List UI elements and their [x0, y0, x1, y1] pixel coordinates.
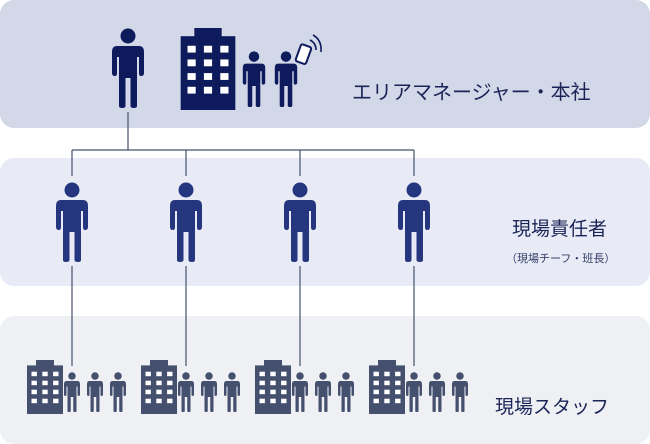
- tier-chief-label: 現場責任者: [512, 218, 608, 240]
- site-chief-person-icon: [170, 182, 202, 262]
- site-chief-person-icon: [398, 182, 430, 262]
- office-staff-person-icon: [242, 51, 266, 107]
- site-building-icon: [27, 360, 63, 414]
- site-staff-person-icon: [110, 372, 126, 412]
- site-chief-person-icon: [56, 182, 88, 262]
- manager-head-office-group: [112, 28, 322, 110]
- smartphone-signal-icon: [294, 34, 322, 65]
- tier-chief-band: [0, 158, 650, 286]
- connector-lines: [71, 112, 415, 366]
- tier-manager-band: [0, 0, 650, 128]
- site-staff-person-icon: [406, 372, 422, 412]
- site-staff-person-icon: [452, 372, 468, 412]
- site-chief-person-icon: [284, 182, 316, 262]
- site-staff-person-icon: [201, 372, 217, 412]
- site-staff-cluster: [141, 360, 240, 414]
- site-staff-person-icon: [315, 372, 331, 412]
- site-building-icon: [255, 360, 291, 414]
- site-staff-cluster: [27, 360, 126, 414]
- site-staff-cluster: [255, 360, 354, 414]
- tier-chief-sublabel: （現場チーフ・班長）: [506, 252, 616, 265]
- site-staff-person-icon: [338, 372, 354, 412]
- site-staff-person-icon: [429, 372, 445, 412]
- site-building-icon: [141, 360, 177, 414]
- site-staff-person-icon: [292, 372, 308, 412]
- office-staff-phone-person-icon: [274, 51, 298, 107]
- site-staff-cluster: [369, 360, 468, 414]
- site-chief-group: [56, 182, 430, 262]
- site-staff-person-icon: [87, 372, 103, 412]
- head-office-building-icon: [180, 28, 236, 110]
- site-staff-person-icon: [178, 372, 194, 412]
- site-staff-group: [27, 360, 468, 414]
- tier-staff-label: 現場スタッフ: [495, 396, 610, 418]
- site-staff-person-icon: [64, 372, 80, 412]
- site-staff-person-icon: [224, 372, 240, 412]
- site-building-icon: [369, 360, 405, 414]
- tier-staff-band: [0, 316, 650, 444]
- area-manager-person-icon: [112, 28, 144, 108]
- tier-manager-label: エリアマネージャー・本社: [352, 80, 591, 104]
